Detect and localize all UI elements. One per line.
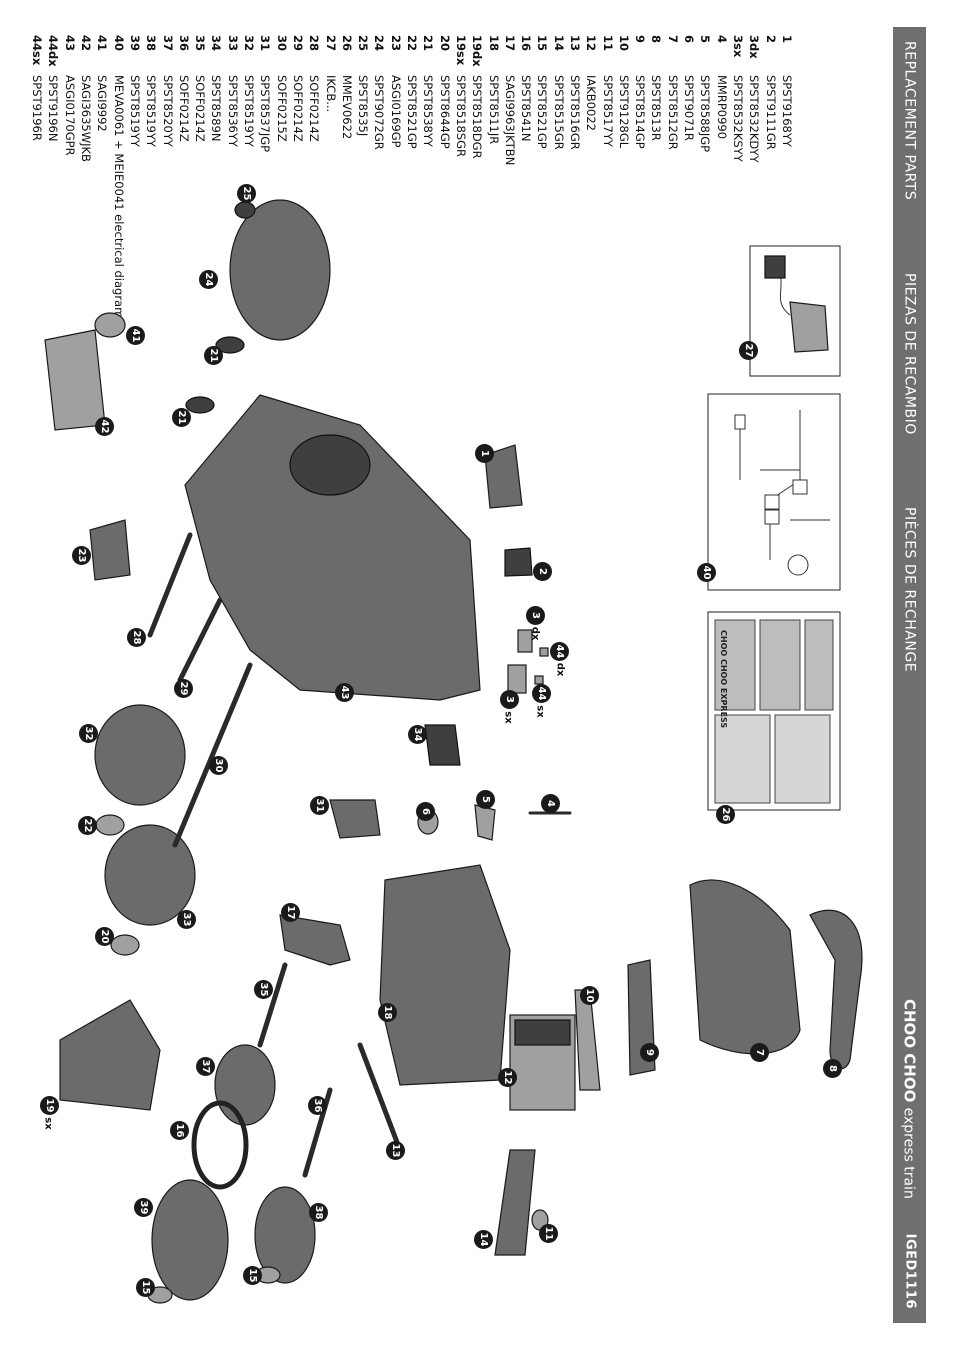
callout-9: 9 xyxy=(640,1043,659,1062)
cap-part-21b xyxy=(185,396,215,414)
callout-25: 25 xyxy=(237,184,256,203)
callout-2: 2 xyxy=(533,562,552,581)
ring-part-16 xyxy=(191,1100,249,1190)
motor-part-41 xyxy=(94,312,126,338)
callout-24: 24 xyxy=(199,270,218,289)
hub-part-37 xyxy=(214,1044,276,1126)
callout-17: 17 xyxy=(281,903,300,922)
sticker-label: CHOO CHOO EXPRESS xyxy=(719,630,728,729)
seat-part-7 xyxy=(689,879,801,1055)
part-3dx xyxy=(517,629,533,653)
callout-15b: 15 xyxy=(243,1266,262,1285)
backrest-part-8 xyxy=(809,909,863,1070)
callout-7: 7 xyxy=(750,1043,769,1062)
tag-dx-3: dx xyxy=(529,626,541,641)
axle-part-28 xyxy=(147,532,193,638)
cap-part-20 xyxy=(110,934,140,956)
callout-21b: 21 xyxy=(172,408,191,427)
callout-40: 40 xyxy=(697,563,716,582)
callout-38: 38 xyxy=(309,1203,328,1222)
locomotive-body-part-43 xyxy=(184,394,481,701)
tag-dx-44: dx xyxy=(554,662,566,677)
wheel-part-33 xyxy=(104,824,196,926)
side-part-19 xyxy=(59,999,161,1111)
callout-39: 39 xyxy=(134,1198,153,1217)
part-3sx xyxy=(507,664,527,694)
callout-16: 16 xyxy=(170,1121,189,1140)
callout-26: 26 xyxy=(716,805,735,824)
callout-20: 20 xyxy=(95,927,114,946)
callout-11: 11 xyxy=(539,1224,558,1243)
charger-adapter xyxy=(789,301,829,353)
part-5 xyxy=(474,804,496,841)
callout-27: 27 xyxy=(739,341,758,360)
callout-8: 8 xyxy=(823,1059,842,1078)
callout-36: 36 xyxy=(308,1096,327,1115)
cap-part-22 xyxy=(95,814,125,836)
callout-41: 41 xyxy=(126,326,145,345)
callout-22: 22 xyxy=(78,816,97,835)
callout-37: 37 xyxy=(196,1057,215,1076)
strip-part-14 xyxy=(494,1149,536,1256)
callout-21a: 21 xyxy=(204,346,223,365)
cap-part-21a xyxy=(215,336,245,354)
callout-32: 32 xyxy=(79,724,98,743)
part-44sx xyxy=(534,675,544,685)
callout-35: 35 xyxy=(254,980,273,999)
chimney-part-1 xyxy=(484,444,523,509)
axle-part-35 xyxy=(257,962,288,1048)
switch-part-31 xyxy=(329,799,381,839)
part-44dx xyxy=(539,647,549,657)
tag-sx-44: sx xyxy=(534,705,546,718)
tender-body-part-18 xyxy=(379,864,511,1086)
gearbox-part-42 xyxy=(44,329,106,431)
charger-plug xyxy=(764,255,786,279)
gearbox-part-17 xyxy=(279,914,351,966)
callout-15a: 15 xyxy=(136,1278,155,1297)
front-plate-part-24 xyxy=(229,199,331,341)
callout-3dx: 3 xyxy=(526,606,545,625)
callout-13: 13 xyxy=(386,1141,405,1160)
lamp-part-2 xyxy=(504,547,533,577)
callout-14: 14 xyxy=(474,1230,493,1249)
wheel-part-32 xyxy=(94,704,186,806)
wheel-part-39 xyxy=(151,1179,229,1301)
callout-5: 5 xyxy=(476,790,495,809)
callout-19: 19 xyxy=(40,1096,59,1115)
callout-44dx: 44 xyxy=(550,642,569,661)
electrical-diagram-frame xyxy=(707,393,841,591)
callout-4: 4 xyxy=(541,794,560,813)
callout-6: 6 xyxy=(416,802,435,821)
callout-3sx: 3 xyxy=(500,690,519,709)
callout-44sx: 44 xyxy=(532,684,551,703)
callout-34: 34 xyxy=(408,725,427,744)
callout-30: 30 xyxy=(209,756,228,775)
bracket-part-23 xyxy=(89,519,131,581)
callout-33: 33 xyxy=(177,910,196,929)
callout-28: 28 xyxy=(127,628,146,647)
callout-42: 42 xyxy=(95,417,114,436)
axle-part-30 xyxy=(172,662,253,848)
grille-part-34 xyxy=(424,724,461,766)
part-25 xyxy=(234,201,256,219)
callout-29: 29 xyxy=(174,679,193,698)
callout-12: 12 xyxy=(498,1068,517,1087)
wheel-part-38 xyxy=(254,1186,316,1284)
tag-sx-3: sx xyxy=(502,711,514,724)
callout-18: 18 xyxy=(378,1003,397,1022)
callout-43: 43 xyxy=(335,683,354,702)
axle-part-29 xyxy=(177,597,223,683)
bracket-part-10 xyxy=(574,989,601,1091)
callout-1: 1 xyxy=(475,444,494,463)
header-band: REPLACEMENT PARTS PIEZAS DE RECAMBIO PIÈ… xyxy=(893,27,926,1323)
callout-31: 31 xyxy=(310,796,329,815)
callout-10: 10 xyxy=(580,986,599,1005)
callout-23: 23 xyxy=(72,546,91,565)
tag-sx-19: sx xyxy=(42,1117,54,1130)
rod-part-13 xyxy=(357,1042,403,1153)
